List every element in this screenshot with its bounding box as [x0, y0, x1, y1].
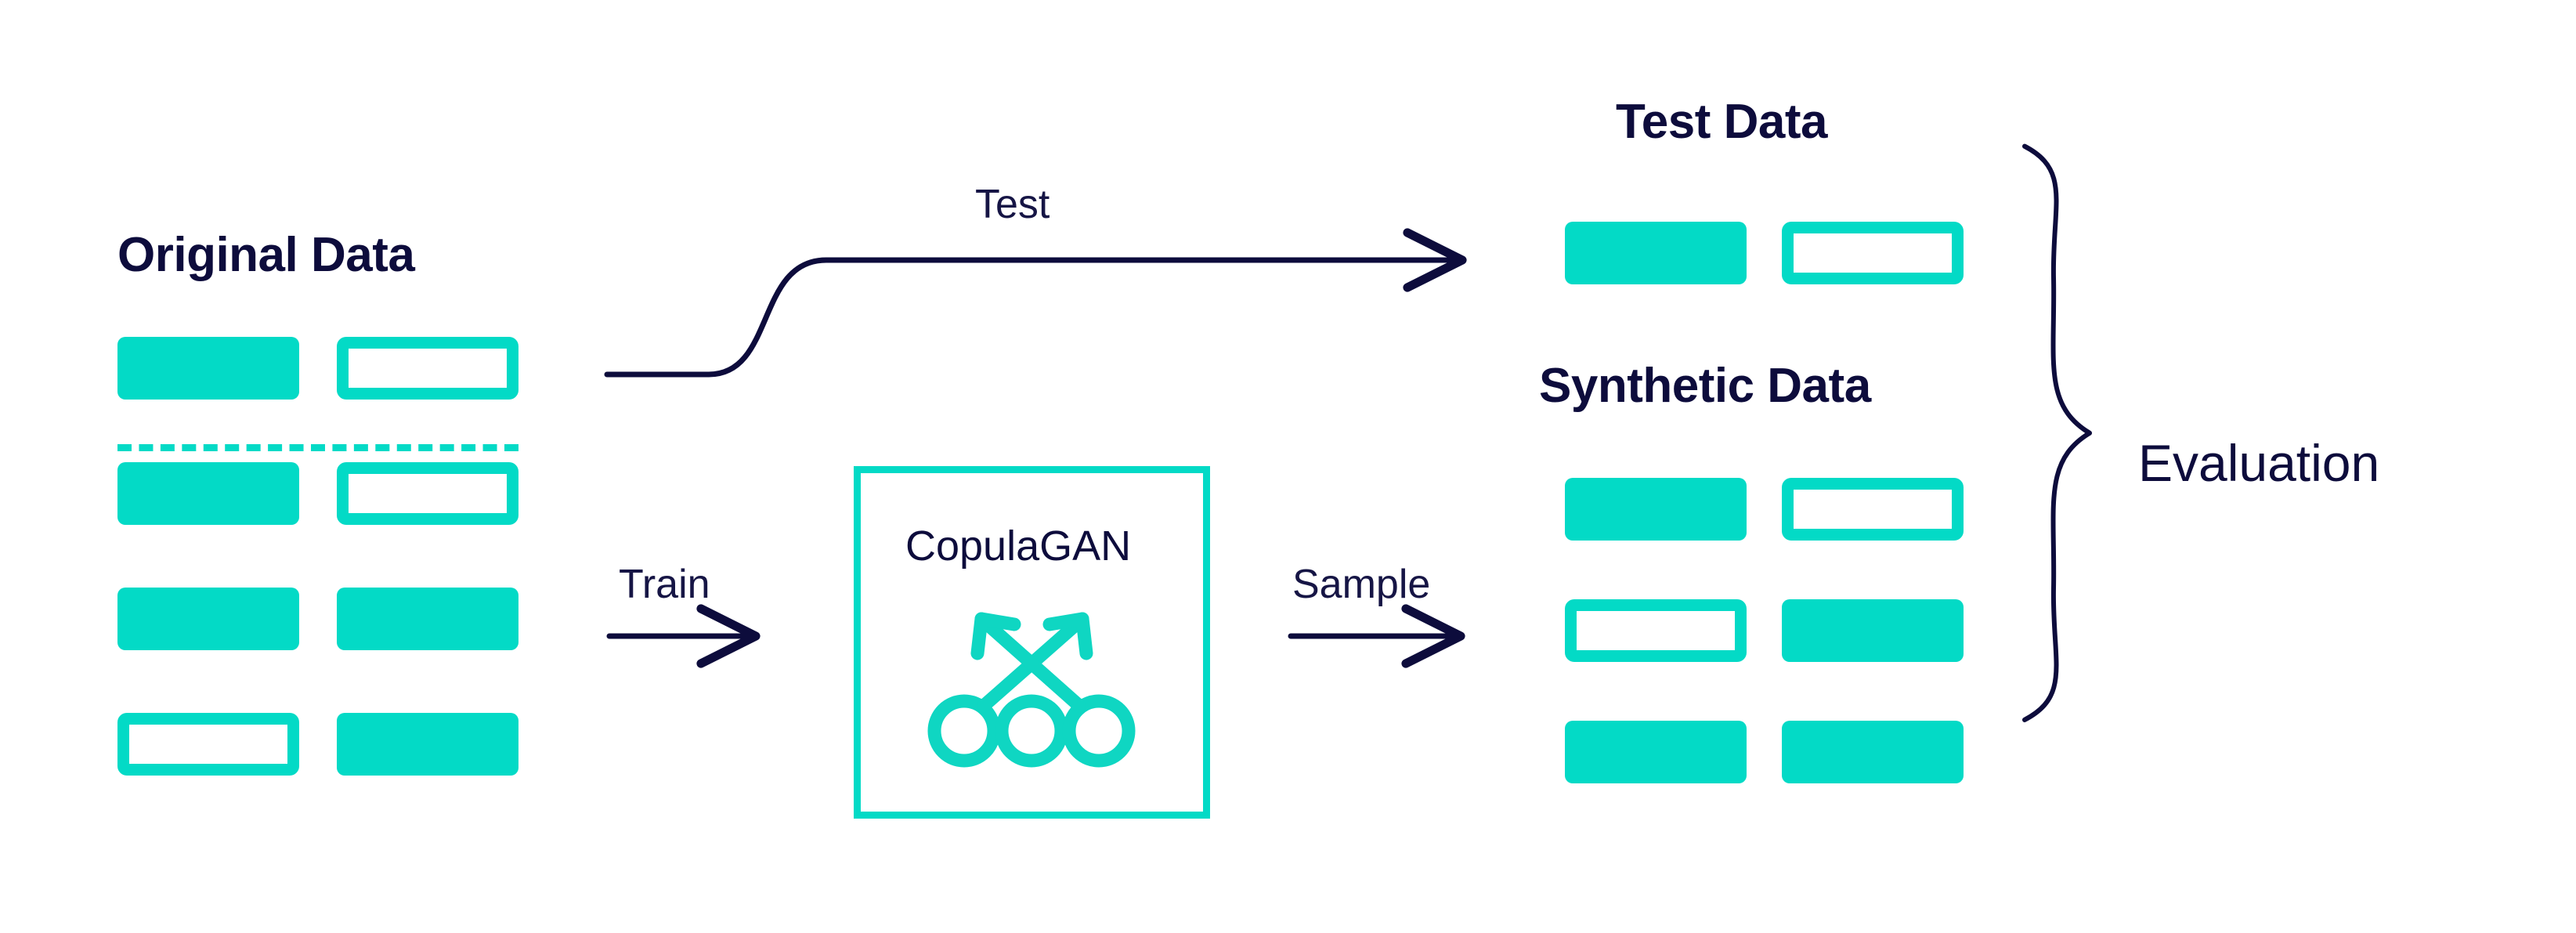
crossed-arrows-three-nodes-icon [927, 612, 1136, 768]
original-data-split-line [117, 444, 518, 451]
original-data-cell-r3c2 [337, 588, 518, 650]
train-arrow-label: Train [619, 562, 710, 607]
original-data-cell-r1c1 [117, 337, 299, 400]
synthetic-data-heading: Synthetic Data [1539, 359, 1871, 413]
synthetic-data-cell-r2c2 [1782, 599, 1964, 662]
original-data-cell-r4c1 [117, 713, 299, 776]
test-data-cell-r1c1 [1565, 222, 1747, 284]
synthetic-data-cell-r2c1 [1565, 599, 1747, 662]
original-data-heading: Original Data [117, 228, 415, 282]
synthetic-data-cell-r3c2 [1782, 721, 1964, 783]
synthetic-data-cell-r1c1 [1565, 478, 1747, 541]
synthetic-data-cell-r1c2 [1782, 478, 1964, 541]
original-data-cell-r3c1 [117, 588, 299, 650]
original-data-cell-r4c2 [337, 713, 518, 776]
test-arrow [604, 228, 1467, 378]
sample-arrow-label: Sample [1292, 562, 1431, 607]
original-data-cell-r1c2 [337, 337, 518, 400]
test-arrow-label: Test [975, 182, 1050, 227]
test-data-heading: Test Data [1616, 95, 1828, 149]
synthetic-data-cell-r3c1 [1565, 721, 1747, 783]
original-data-cell-r2c2 [337, 462, 518, 525]
evaluation-brace [2022, 143, 2092, 722]
model-name-label: CopulaGAN [905, 523, 1132, 570]
test-data-cell-r1c2 [1782, 222, 1964, 284]
original-data-cell-r2c1 [117, 462, 299, 525]
evaluation-label: Evaluation [2138, 434, 2380, 492]
